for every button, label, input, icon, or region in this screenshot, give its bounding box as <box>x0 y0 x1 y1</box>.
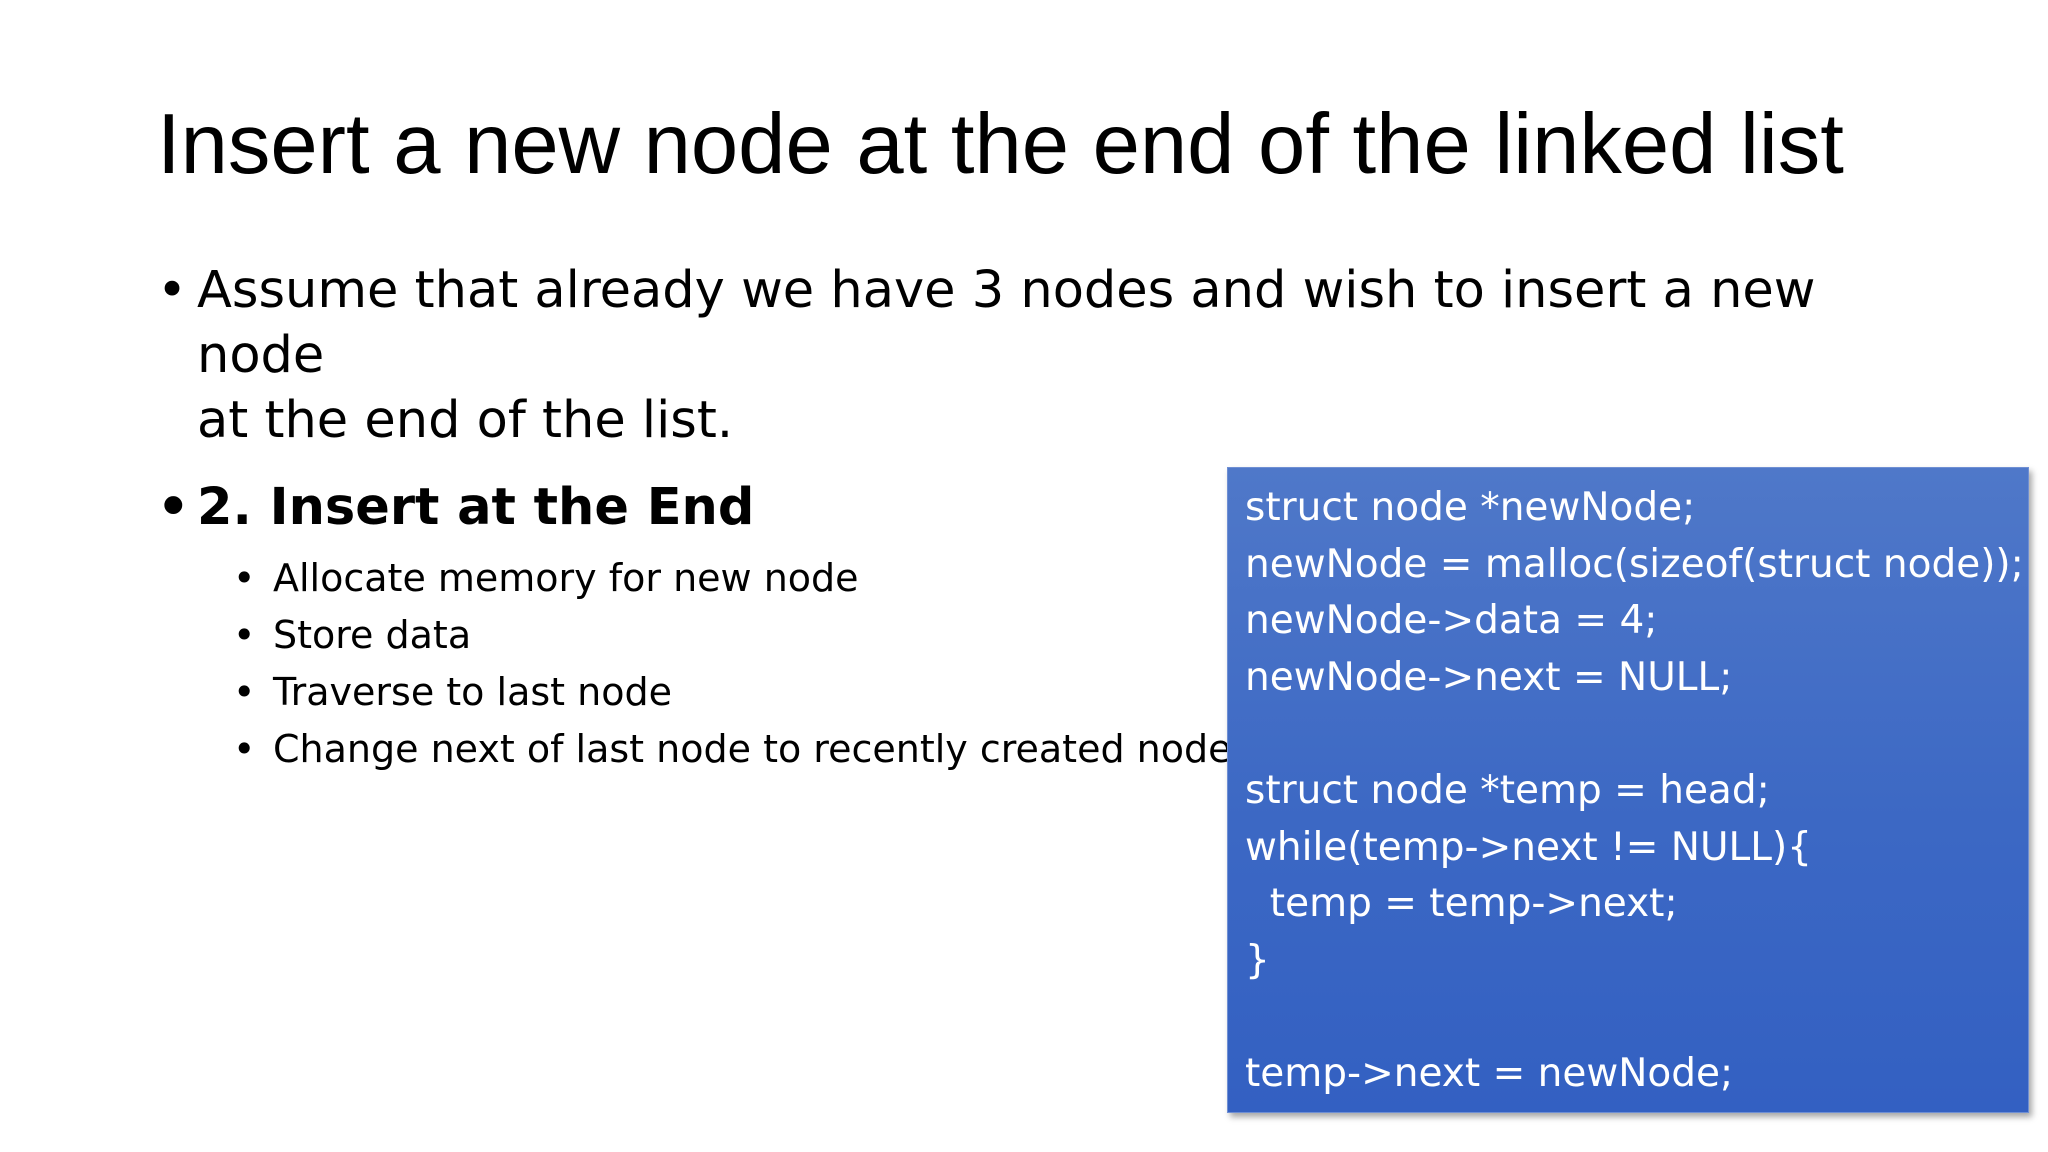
sub-bullet-label: Change next of last node to recently cre… <box>273 727 1232 771</box>
code-line: struct node *newNode; <box>1245 485 1696 530</box>
code-line-blank <box>1245 989 2018 1046</box>
code-block: struct node *newNode; newNode = malloc(s… <box>1227 467 2029 1113</box>
bullet-marker: • <box>157 478 190 537</box>
code-line: newNode = malloc(sizeof(struct node)); <box>1245 541 2024 587</box>
sub-bullet-marker: • <box>233 613 256 657</box>
code-line: newNode->next = NULL; <box>1245 654 1733 700</box>
sub-bullet-traverse: • Traverse to last node <box>233 664 1917 721</box>
sub-bullet-marker: • <box>233 556 256 600</box>
sub-bullet-label: Allocate memory for new node <box>273 556 859 600</box>
sub-bullet-marker: • <box>233 670 256 714</box>
code-line: struct node *temp = head; <box>1245 767 1770 813</box>
code-line: newNode->data = 4; <box>1245 598 1658 644</box>
code-line: temp->next = newNode; <box>1245 1050 1734 1096</box>
bullet-insert-at-end-label: 2. Insert at the End <box>197 478 755 537</box>
code-line: while(temp->next != NULL){ <box>1245 824 1812 870</box>
bullet-assumption-line-1: Assume that already we have 3 nodes and … <box>197 261 1816 385</box>
sub-bullet-label: Store data <box>273 613 472 657</box>
code-line: } <box>1245 937 1270 983</box>
bullet-marker: • <box>157 261 188 320</box>
sub-bullet-change-next: • Change next of last node to recently c… <box>233 721 1917 778</box>
sub-bullet-marker: • <box>233 727 256 771</box>
bullet-insert-at-end: • 2. Insert at the End <box>157 475 1917 540</box>
sub-bullet-allocate: • Allocate memory for new node <box>233 550 1917 607</box>
sub-bullet-store-data: • Store data <box>233 607 1917 664</box>
slide-title: Insert a new node at the end of the link… <box>157 97 1844 192</box>
slide-body: • Assume that already we have 3 nodes an… <box>157 258 1917 778</box>
sub-bullet-label: Traverse to last node <box>273 670 672 714</box>
bullet-assumption: • Assume that already we have 3 nodes an… <box>157 258 1917 453</box>
code-line-blank <box>1245 706 2018 763</box>
bullet-assumption-line-2: at the end of the list. <box>197 391 734 450</box>
code-line: temp = temp->next; <box>1245 881 1678 927</box>
